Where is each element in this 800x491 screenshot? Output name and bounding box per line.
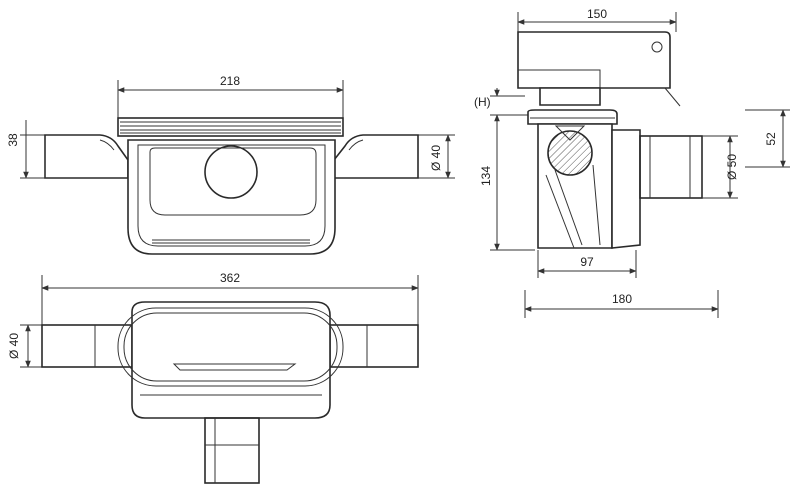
top-length-dimension: 362 [41, 271, 419, 325]
front-outlet-label: Ø 40 [429, 145, 443, 171]
side-upper-height-label: 52 [764, 132, 778, 146]
side-top-width-dimension: 150 [517, 7, 677, 32]
side-outlet-dimension: Ø 50 [702, 135, 739, 199]
front-width-label: 218 [220, 74, 240, 88]
fixing-hole-icon [651, 41, 663, 53]
side-outlet-label: Ø 50 [725, 154, 739, 180]
side-top-width-label: 150 [587, 7, 607, 21]
front-drain-opening [204, 145, 258, 199]
front-height-label: 38 [6, 133, 20, 147]
top-view: 362 Ø 40 [7, 271, 419, 484]
side-upper-height-dimension: 52 [745, 109, 790, 168]
front-height-dimension: 38 [6, 120, 45, 179]
side-h-label: (H) [474, 95, 491, 109]
front-outlet-dimension: Ø 40 [418, 134, 455, 179]
side-total-width-label: 180 [612, 292, 632, 306]
side-body-width-dimension: 97 [537, 250, 637, 278]
side-total-height-label: 134 [479, 166, 493, 186]
front-view: 218 38 Ø 40 [6, 74, 455, 255]
side-total-width-dimension: 180 [524, 290, 719, 318]
front-width-dimension: 218 [117, 74, 344, 118]
seal-section [547, 130, 593, 176]
side-body-width-label: 97 [580, 255, 594, 269]
top-outlet-label: Ø 40 [7, 333, 21, 359]
top-outlet-dimension: Ø 40 [7, 324, 45, 368]
side-view: 150 (H) 134 [474, 7, 790, 318]
side-h-dimension: (H) [474, 88, 525, 109]
top-length-label: 362 [220, 271, 240, 285]
side-total-height-dimension: 134 [479, 114, 535, 251]
